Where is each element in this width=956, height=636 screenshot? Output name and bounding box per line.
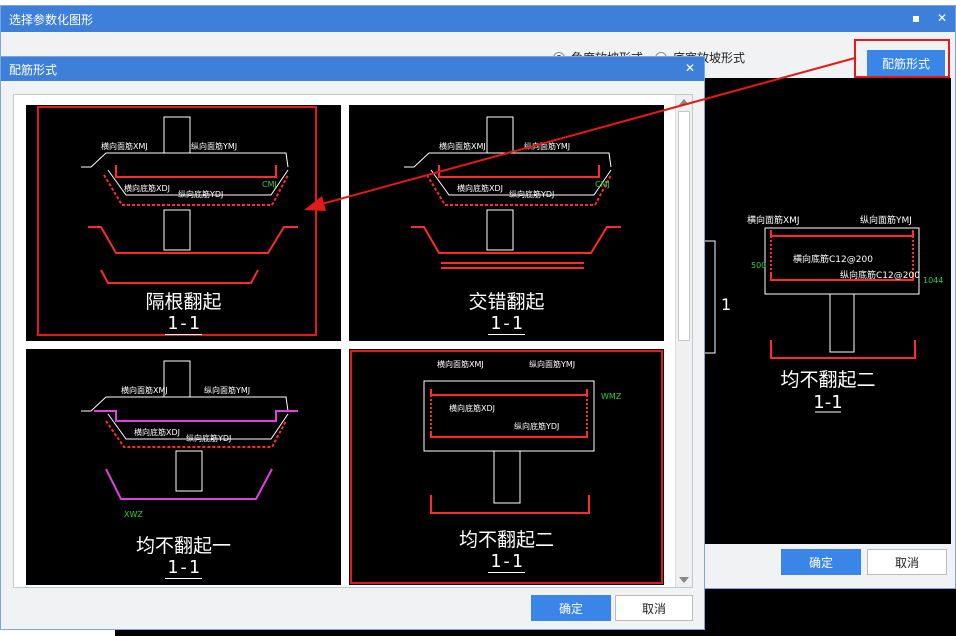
svg-text:纵向面筋YMJ: 纵向面筋YMJ: [524, 141, 570, 151]
scroll-up-icon[interactable]: [679, 99, 689, 105]
selection-frame: [350, 350, 663, 584]
preview-label-ymj: 纵向面筋YMJ: [860, 214, 912, 226]
lbl-xdj: 横向底筋XDJ: [124, 183, 170, 193]
scroll-thumb[interactable]: [678, 111, 690, 341]
svg-text:XWZ: XWZ: [124, 510, 143, 519]
close-icon[interactable]: ✕: [684, 61, 696, 75]
svg-text:纵向面筋YMJ: 纵向面筋YMJ: [529, 359, 575, 369]
rebar-option-jiaocuo[interactable]: 横向面筋XMJ 纵向面筋YMJ 横向底筋XDJ 纵向底筋YDJ CMJ 交错翻起…: [349, 105, 664, 341]
peijin-form-dialog: 配筋形式 ✕ 横向面筋XMJ 纵向面筋YMJ 横向底筋XDJ 纵向底筋YDJ C…: [0, 56, 705, 630]
option-section: 1-1: [165, 313, 202, 335]
lbl-xmj: 横向面筋XMJ: [101, 141, 148, 151]
preview-label-xdj: 横向底筋C12@200: [793, 253, 873, 265]
main-preview-canvas: 1 横向面筋XMJ 纵向面筋YMJ 横向底筋C12@200 纵向底筋C12@20…: [702, 78, 951, 544]
main-dialog-title: 选择参数化图形: [9, 13, 94, 27]
front-ok-button[interactable]: 确定: [531, 595, 611, 621]
background-canvas-strip: [115, 625, 956, 636]
close-icon[interactable]: ✕: [936, 11, 948, 25]
main-ok-button[interactable]: 确定: [781, 549, 861, 575]
option-name: 隔根翻起: [145, 291, 222, 313]
lbl-cmj: CMJ: [262, 180, 277, 189]
preview-label-500: 500: [751, 261, 766, 270]
rebar-drawing-junbu-1: 横向面筋XMJ 纵向面筋YMJ 横向底筋XDJ 纵向底筋YDJ XWZ: [81, 360, 298, 519]
lbl-ymj: 纵向面筋YMJ: [191, 141, 237, 151]
svg-text:横向底筋XDJ: 横向底筋XDJ: [449, 403, 495, 413]
svg-text:横向面筋XMJ: 横向面筋XMJ: [121, 385, 168, 395]
front-title-bar[interactable]: 配筋形式 ✕: [1, 57, 704, 81]
selection-frame: [37, 106, 317, 336]
front-cancel-button[interactable]: 取消: [615, 595, 693, 621]
preview-label-xmj: 横向面筋XMJ: [747, 214, 800, 226]
preview-title: 均不翻起二: [780, 369, 875, 391]
option-section: 1-1: [488, 551, 525, 573]
front-dialog-title: 配筋形式: [9, 63, 58, 77]
option-name: 均不翻起一: [135, 535, 231, 557]
option-section: 1-1: [165, 557, 202, 579]
peijin-form-button[interactable]: 配筋形式: [867, 50, 945, 76]
preview-section: 1-1: [813, 392, 842, 413]
main-cancel-button[interactable]: 取消: [867, 549, 947, 575]
svg-text:横向面筋XMJ: 横向面筋XMJ: [439, 141, 486, 151]
option-name: 交错翻起: [468, 291, 545, 313]
svg-text:纵向底筋YDJ: 纵向底筋YDJ: [509, 189, 554, 199]
main-title-bar[interactable]: 选择参数化图形 ▪ ✕: [1, 6, 955, 32]
svg-text:CMJ: CMJ: [595, 180, 610, 189]
preview-label-ydj: 纵向底筋C12@200: [840, 269, 920, 281]
option-name: 均不翻起二: [458, 529, 554, 551]
rebar-option-junbu-1[interactable]: 横向面筋XMJ 纵向面筋YMJ 横向底筋XDJ 纵向底筋YDJ XWZ 均不翻起…: [26, 349, 341, 585]
rebar-drawing-junbu-2: 横向面筋XMJ 纵向面筋YMJ 横向底筋XDJ 纵向底筋YDJ WMZ: [350, 350, 663, 584]
svg-text:横向底筋XDJ: 横向底筋XDJ: [134, 427, 180, 437]
svg-text:纵向面筋YMJ: 纵向面筋YMJ: [204, 385, 250, 395]
preview-label-1044: 1044: [923, 276, 943, 285]
svg-text:横向底筋XDJ: 横向底筋XDJ: [457, 183, 503, 193]
svg-text:纵向底筋YDJ: 纵向底筋YDJ: [186, 433, 231, 443]
preview-left-label: 1: [721, 295, 731, 314]
svg-text:横向面筋XMJ: 横向面筋XMJ: [437, 359, 484, 369]
main-preview-drawing: 1 横向面筋XMJ 纵向面筋YMJ 横向底筋C12@200 纵向底筋C12@20…: [702, 214, 943, 413]
rebar-option-junbu-2[interactable]: 横向面筋XMJ 纵向面筋YMJ 横向底筋XDJ 纵向底筋YDJ WMZ 均不翻起…: [349, 349, 664, 585]
maximize-icon[interactable]: ▪: [911, 11, 921, 25]
scroll-down-icon[interactable]: [679, 577, 689, 583]
svg-text:WMZ: WMZ: [601, 392, 622, 401]
vertical-scrollbar[interactable]: [675, 95, 692, 587]
lbl-ydj: 纵向底筋YDJ: [178, 189, 223, 199]
rebar-form-grid: 横向面筋XMJ 纵向面筋YMJ 横向底筋XDJ 纵向底筋YDJ CMJ 隔根翻起…: [13, 94, 693, 588]
option-section: 1-1: [488, 313, 525, 335]
svg-text:纵向底筋YDJ: 纵向底筋YDJ: [514, 421, 559, 431]
rebar-drawing-gegen: 横向面筋XMJ 纵向面筋YMJ 横向底筋XDJ 纵向底筋YDJ CMJ: [37, 106, 317, 336]
rebar-option-gegen[interactable]: 横向面筋XMJ 纵向面筋YMJ 横向底筋XDJ 纵向底筋YDJ CMJ 隔根翻起…: [26, 105, 341, 341]
